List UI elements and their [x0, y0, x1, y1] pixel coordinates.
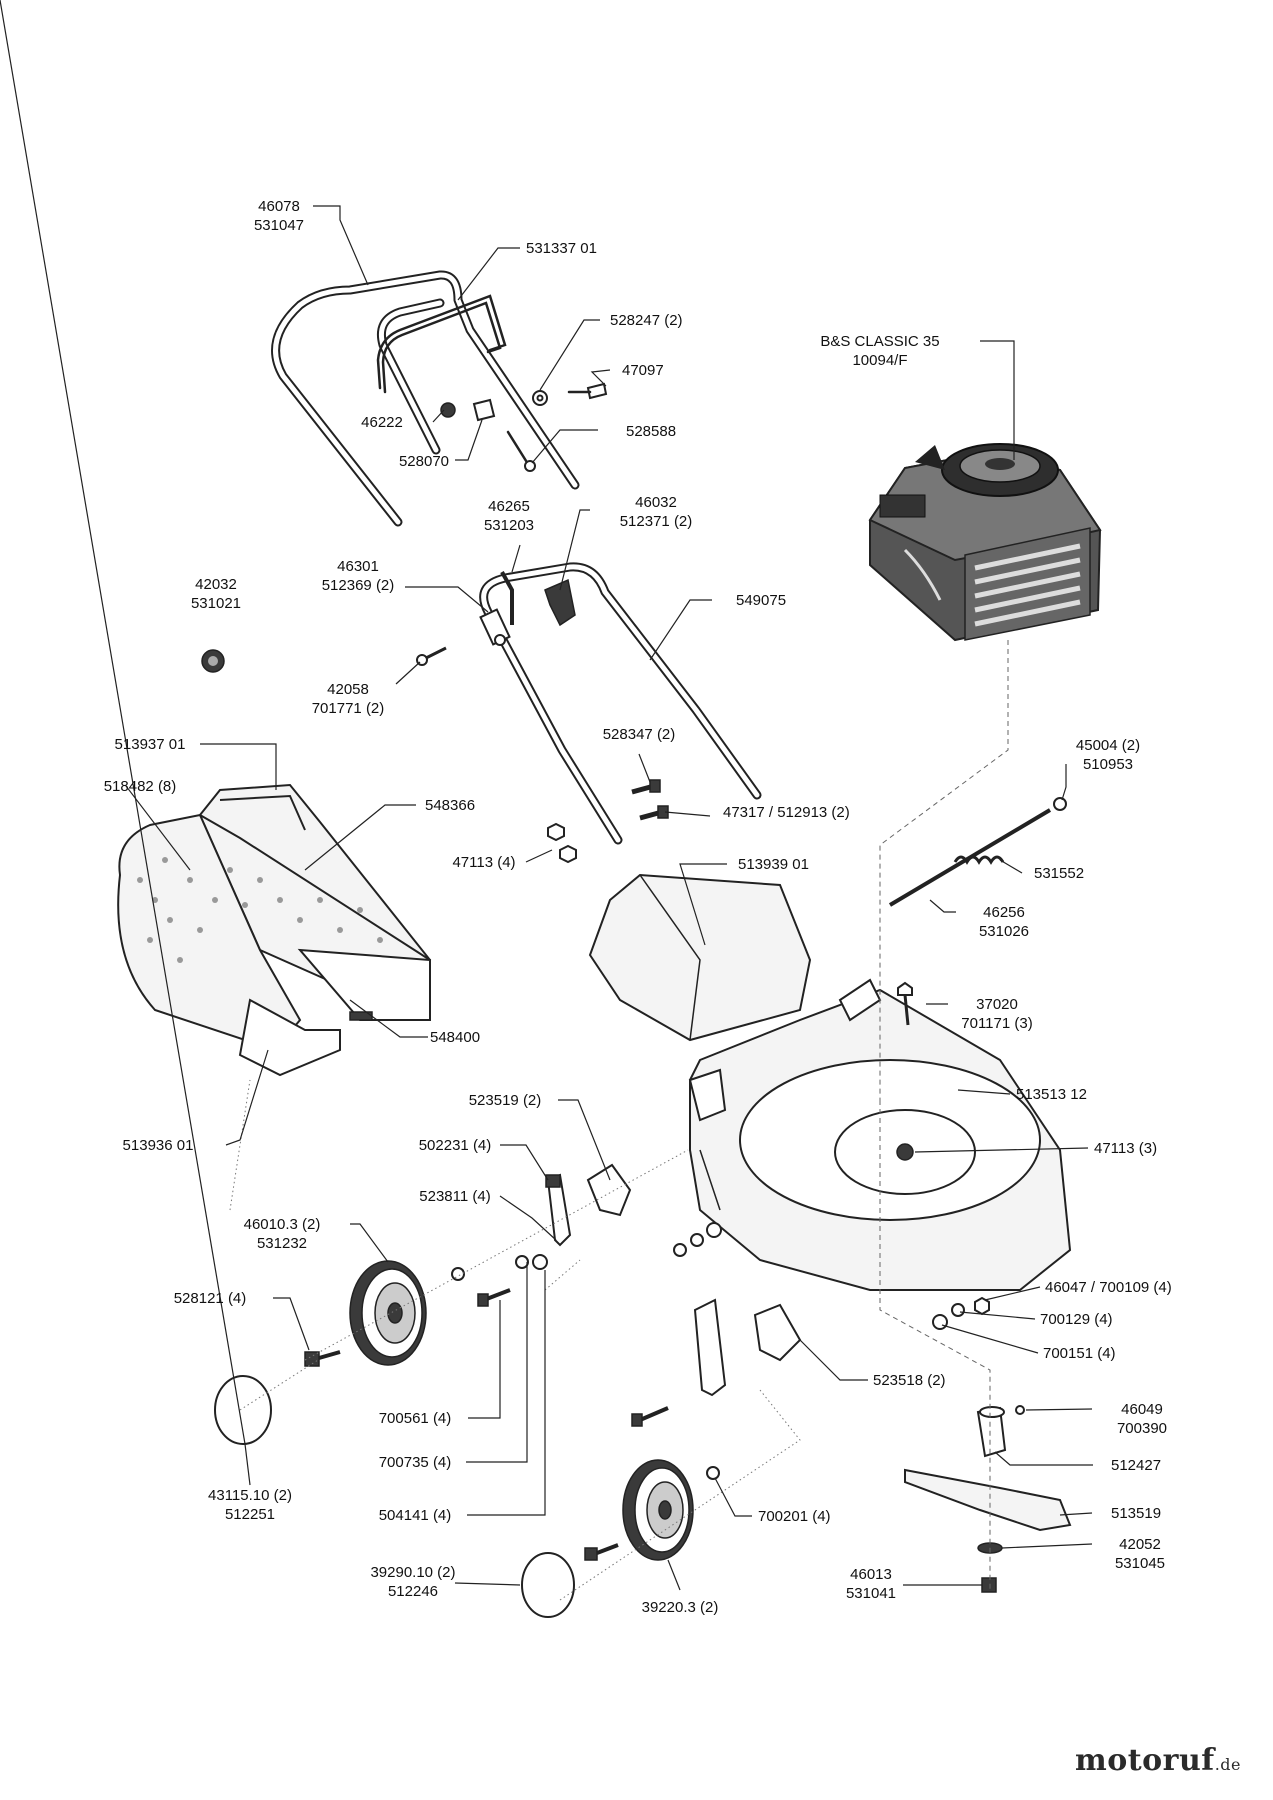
label-39220-3: 39220.3 (2)	[642, 1599, 719, 1616]
label-47113-4: 47113 (4)	[452, 854, 515, 871]
upper-handle-drawing	[271, 270, 580, 527]
label-700735: 700735 (4)	[379, 1454, 452, 1471]
rear-height-adjuster-drawing	[545, 1163, 632, 1247]
label-46222: 46222	[361, 414, 403, 431]
grass-bag-drawing	[117, 813, 431, 1077]
rear-wheel-drawing	[349, 1260, 427, 1366]
rear-wheel-washers-drawing	[451, 1254, 548, 1307]
label-504141: 504141 (4)	[379, 1507, 452, 1524]
label-513936-01: 513936 01	[123, 1137, 194, 1154]
label-700129: 700129 (4)	[1040, 1311, 1113, 1328]
label-502231: 502231 (4)	[419, 1137, 492, 1154]
label-548400: 548400	[430, 1029, 480, 1046]
label-549075: 549075	[736, 592, 786, 609]
label-528247: 528247 (2)	[610, 312, 683, 329]
blade-assembly-drawing	[904, 1405, 1072, 1593]
label-513513-12: 513513 12	[1016, 1086, 1087, 1103]
deck-bolt-drawing	[897, 981, 913, 1026]
label-513519: 513519	[1111, 1505, 1161, 1522]
leader-lines	[0, 0, 1093, 1591]
deck-washers-drawing	[673, 1222, 990, 1330]
label-512427: 512427	[1111, 1457, 1161, 1474]
upper-hardware-drawing	[440, 382, 608, 472]
label-47113-3: 47113 (3)	[1094, 1140, 1157, 1157]
rear-flap-drawing	[588, 873, 812, 1042]
label-43115-10: 43115.10 (2)512251	[208, 1487, 292, 1523]
label-528070: 528070	[399, 453, 449, 470]
label-531337-01: 531337 01	[526, 240, 597, 257]
label-700561: 700561 (4)	[379, 1410, 452, 1427]
height-adjust-rod-drawing	[888, 797, 1067, 907]
carriage-bolt-drawing	[416, 646, 447, 666]
label-700201: 700201 (4)	[758, 1508, 831, 1525]
control-bar-drawing	[376, 294, 507, 394]
label-523518: 523518 (2)	[873, 1372, 946, 1389]
label-513937-01: 513937 01	[115, 736, 186, 753]
label-531552: 531552	[1034, 865, 1084, 882]
watermark-tld: .de	[1214, 1755, 1241, 1774]
front-height-adjuster-drawing	[631, 1298, 802, 1427]
watermark-logo: motoruf.de	[1075, 1743, 1241, 1778]
label-548366: 548366	[425, 797, 475, 814]
label-39290-10: 39290.10 (2)512246	[370, 1564, 455, 1600]
rear-axle-bolt-drawing	[214, 1350, 341, 1445]
label-523811: 523811 (4)	[419, 1188, 490, 1205]
label-45004: 45004 (2)510953	[1076, 737, 1140, 773]
label-47097: 47097	[622, 362, 664, 379]
label-528121: 528121 (4)	[174, 1290, 247, 1307]
front-wheel-drawing	[521, 1459, 720, 1618]
label-47317-512913: 47317 / 512913 (2)	[723, 804, 850, 821]
assembly-guide-lines	[229, 640, 1009, 1601]
wing-knob-drawing	[201, 649, 225, 673]
label-523519: 523519 (2)	[469, 1092, 542, 1109]
label-513939-01: 513939 01	[738, 856, 809, 873]
label-518482: 518482 (8)	[104, 778, 177, 795]
label-700151: 700151 (4)	[1043, 1345, 1116, 1362]
label-46047-700109: 46047 / 700109 (4)	[1045, 1279, 1172, 1296]
label-528347: 528347 (2)	[603, 726, 676, 743]
handle-bolts-drawing	[547, 779, 669, 864]
grass-box-floor-drawing	[297, 948, 431, 1021]
label-528588: 528588	[626, 423, 676, 440]
cable-clip-and-knob-drawing	[494, 571, 576, 646]
label-46010-3: 46010.3 (2)531232	[244, 1216, 321, 1252]
watermark-main: motoruf	[1075, 1743, 1215, 1778]
engine-drawing	[868, 443, 1102, 642]
lower-handle-drawing	[479, 562, 762, 845]
